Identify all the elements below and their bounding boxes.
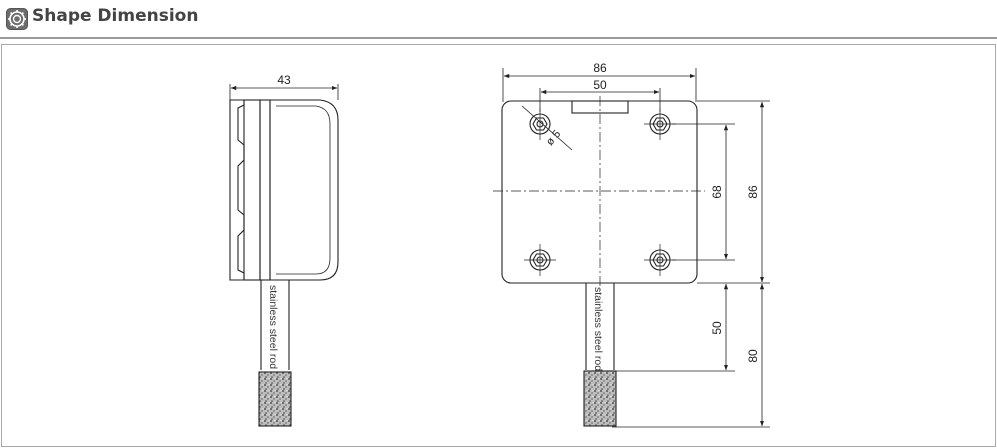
gear-icon xyxy=(6,8,28,30)
front-rod-total-label: 80 xyxy=(746,349,760,363)
side-mount-base xyxy=(229,99,245,281)
front-view xyxy=(493,68,770,428)
header-divider xyxy=(0,37,997,39)
dimension-panel xyxy=(1,44,996,447)
side-view xyxy=(229,84,339,427)
front-hole-spacing-x-label: 50 xyxy=(593,78,607,92)
front-rod-length-label: 50 xyxy=(710,321,724,335)
front-sensor-filter xyxy=(583,370,617,427)
side-rod-label: stainless steel rod xyxy=(267,285,279,369)
front-rod-label: stainless steel rod xyxy=(592,287,604,371)
side-sensor-filter xyxy=(258,371,292,427)
front-height-label: 86 xyxy=(746,185,760,199)
page-title: Shape Dimension xyxy=(32,6,199,26)
side-plate-1 xyxy=(243,99,261,281)
front-width-label: 86 xyxy=(593,61,607,75)
front-hole-spacing-y-label: 68 xyxy=(710,185,724,199)
side-plate-2 xyxy=(259,99,271,281)
side-width-label: 43 xyxy=(277,73,291,87)
side-cover xyxy=(269,99,339,281)
section-header: Shape Dimension xyxy=(0,0,997,40)
